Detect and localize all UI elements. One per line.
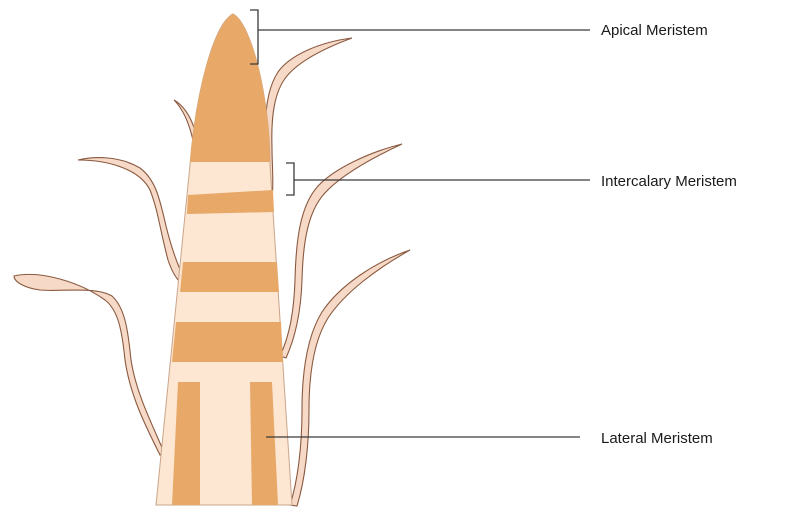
leaf-mid-right	[280, 144, 402, 358]
intercalary-meristem-label: Intercalary Meristem	[601, 173, 737, 190]
leaf-right	[290, 250, 410, 506]
apical-meristem-label: Apical Meristem	[601, 22, 708, 39]
lateral-meristem-label: Lateral Meristem	[601, 430, 713, 447]
leaf-lower-left	[14, 274, 164, 455]
intercalary-band-2	[180, 262, 279, 292]
intercalary-band-3	[172, 322, 283, 362]
leaf-mid-left	[78, 158, 184, 282]
